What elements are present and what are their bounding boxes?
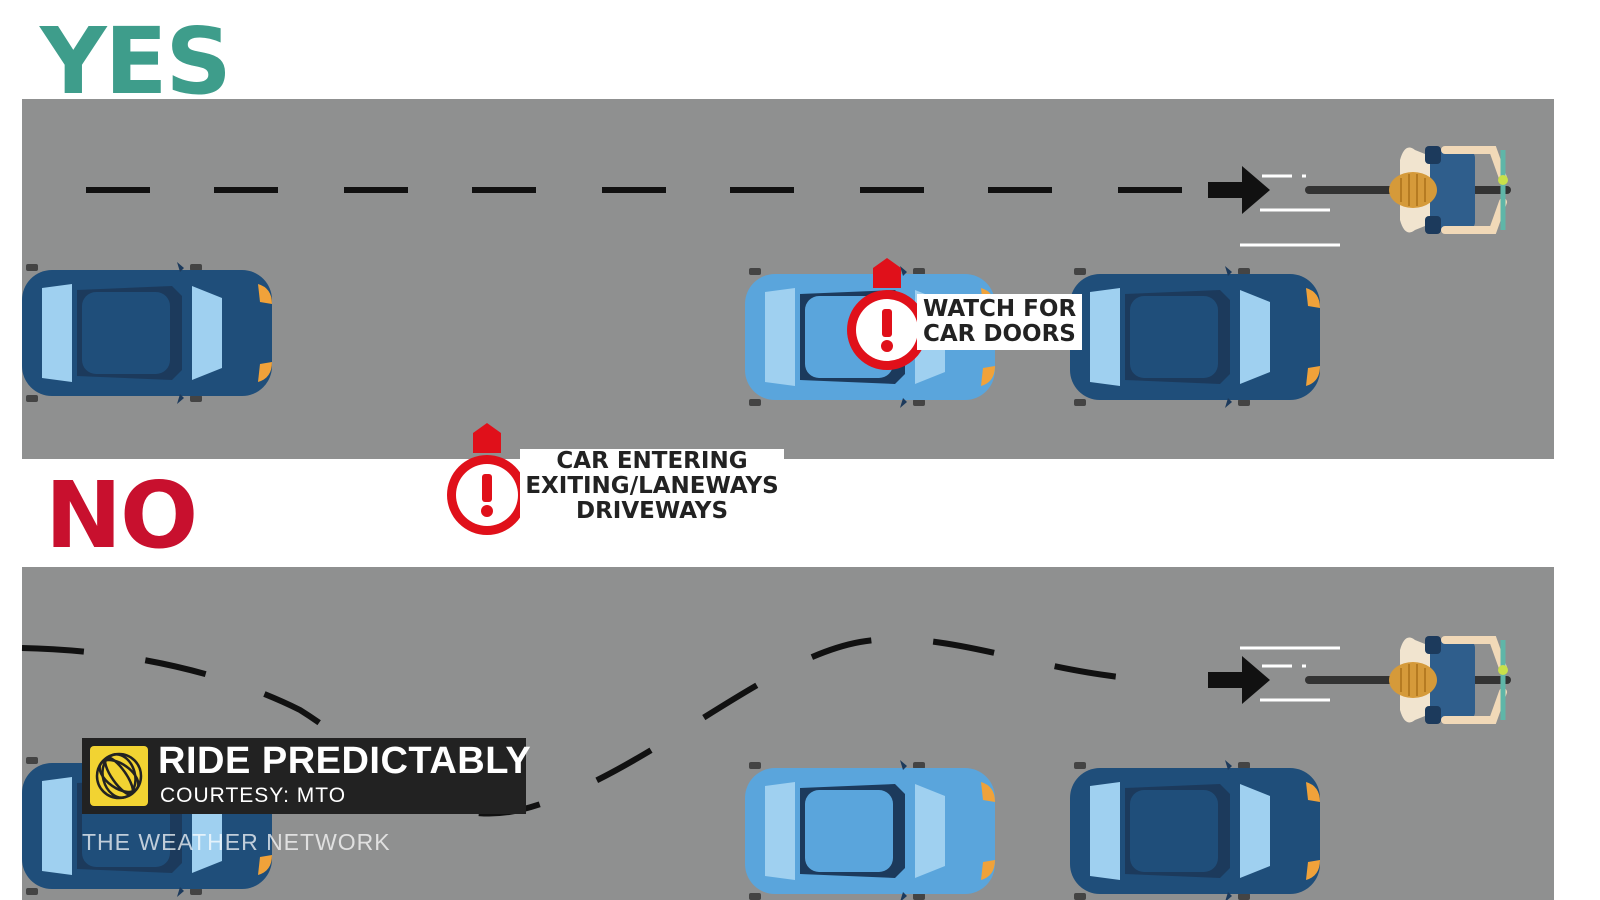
laneways-line-2: EXITING/LANEWAYS — [525, 472, 779, 499]
car-doors-line-2: CAR DOORS — [923, 320, 1076, 347]
weather-network-logo — [90, 746, 148, 806]
top-speed-lines — [1240, 174, 1340, 247]
yes-heading: YES — [40, 8, 232, 115]
top-car-left-icon — [22, 262, 272, 404]
bottom-car-parked-dark-icon — [1070, 760, 1320, 900]
lower-third-title: RIDE PREDICTABLY — [158, 740, 532, 782]
lower-third-subtitle: COURTESY: MTO — [160, 784, 347, 807]
weaving-lane-line — [21, 636, 1171, 817]
lower-third-banner: RIDE PREDICTABLY COURTESY: MTO — [82, 738, 531, 814]
laneways-line-3: DRIVEWAYS — [575, 497, 729, 524]
top-car-parked-dark-icon — [1070, 266, 1320, 408]
laneways-line-1: CAR ENTERING — [556, 448, 748, 474]
bottom-speed-lines — [1240, 646, 1340, 702]
no-heading: NO — [45, 462, 198, 569]
car-doors-line-1: WATCH FOR — [923, 296, 1077, 322]
bottom-car-parked-light-icon — [745, 760, 995, 900]
car-doors-callout: WATCH FOR CAR DOORS — [917, 294, 1083, 350]
network-watermark: THE WEATHER NETWORK — [82, 829, 391, 855]
laneways-callout: CAR ENTERING EXITING/LANEWAYS DRIVEWAYS — [520, 448, 784, 524]
